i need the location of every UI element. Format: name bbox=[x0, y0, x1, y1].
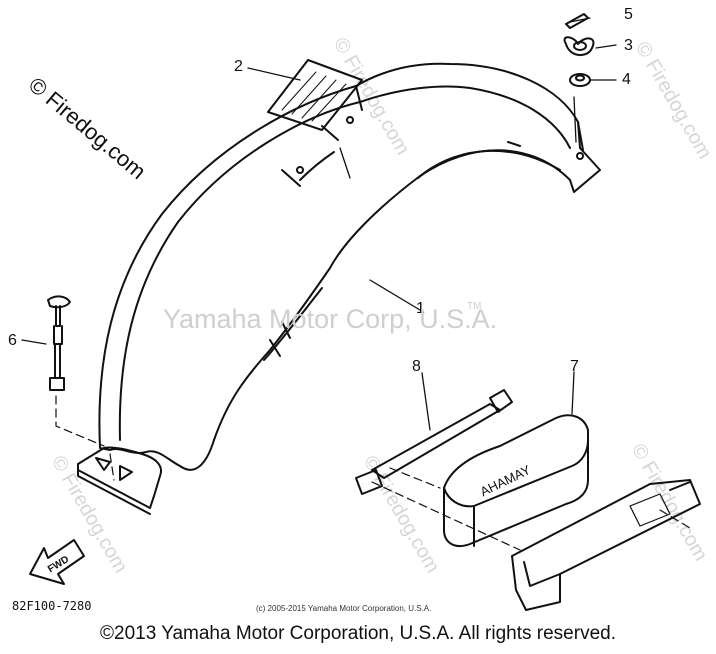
decal-plate bbox=[267, 59, 363, 131]
brand-watermark: Yamaha Motor Corp, U.S.A. bbox=[163, 304, 498, 334]
callout-4: 4 bbox=[622, 71, 631, 88]
callout-5: 5 bbox=[624, 6, 633, 23]
footer-copyright: ©2013 Yamaha Motor Corporation, U.S.A. A… bbox=[100, 623, 616, 644]
small-copyright: (c) 2005-2015 Yamaha Motor Corporation, … bbox=[256, 604, 432, 613]
leader-lines bbox=[21, 17, 617, 431]
callout-6: 6 bbox=[8, 332, 17, 349]
tool-box: YAMAHA bbox=[443, 414, 589, 548]
clip bbox=[565, 13, 589, 29]
trademark-mark: TM bbox=[467, 301, 482, 312]
fender-bracket bbox=[77, 446, 162, 515]
bolt-part-6 bbox=[47, 295, 71, 391]
washer bbox=[569, 73, 591, 87]
rear-fender bbox=[98, 62, 601, 471]
callout-8: 8 bbox=[412, 358, 421, 375]
part-code: 82F100-7280 bbox=[12, 599, 92, 613]
fwd-arrow-icon: FWD bbox=[29, 539, 85, 585]
callout-1: 1 bbox=[416, 300, 425, 317]
strap bbox=[355, 389, 513, 495]
callout-3: 3 bbox=[624, 37, 633, 54]
callout-2: 2 bbox=[234, 58, 243, 75]
callout-7: 7 bbox=[570, 358, 579, 375]
assembly-dashed-lines bbox=[55, 395, 691, 551]
tool-box-bracket bbox=[511, 479, 701, 611]
wing-nut bbox=[563, 36, 595, 56]
